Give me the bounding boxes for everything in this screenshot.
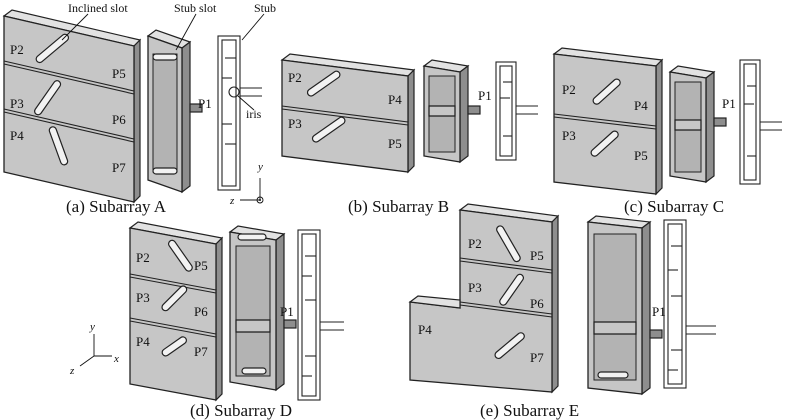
annotation-stub-slot: Stub slot <box>174 1 217 15</box>
subarray-d-feed-layer <box>228 225 297 392</box>
subarray-b-waveguide-layout <box>495 61 538 161</box>
port-label-a-p3: P3 <box>10 96 24 111</box>
port-label-b-p5: P5 <box>388 136 402 151</box>
port-label-d-p2: P2 <box>136 250 150 265</box>
port-label-d-p5: P5 <box>194 258 208 273</box>
port-label-d-p7: P7 <box>194 344 208 359</box>
caption-b: (b) Subarray B <box>348 197 449 216</box>
subarray-d-slot-face <box>128 221 224 402</box>
axis-y-label-a: y <box>257 161 263 173</box>
port-label-b-p1: P1 <box>478 88 492 103</box>
port-label-a-p5: P5 <box>112 66 126 81</box>
subarray-d-waveguide-layout <box>297 229 344 401</box>
subarray-a-leaders <box>61 13 265 111</box>
port-label-c-p5: P5 <box>634 148 648 163</box>
caption-a: (a) Subarray A <box>66 197 167 216</box>
subarray-e-slot-face <box>408 203 560 394</box>
port-label-b-p2: P2 <box>288 70 302 85</box>
port-label-c-p1: P1 <box>722 96 736 111</box>
subarray-b-feed-layer <box>422 59 481 164</box>
port-label-e-p3: P3 <box>468 280 482 295</box>
subarray-e-waveguide-layout <box>663 219 716 389</box>
port-label-c-p3: P3 <box>562 128 576 143</box>
port-label-a-p2: P2 <box>10 42 24 57</box>
port-label-b-p4: P4 <box>388 92 402 107</box>
subarray-e: P2 P3 P4 P5 P6 P7 P1 (e) Subarray E <box>408 203 716 420</box>
axis-x-label-d: x <box>113 353 119 365</box>
caption-c: (c) Subarray C <box>624 197 724 216</box>
axis-z-label-d: z <box>69 365 75 377</box>
port-label-d-p1: P1 <box>280 304 294 319</box>
axis-z-label-a: z <box>229 195 235 207</box>
port-label-e-p7: P7 <box>530 350 544 365</box>
port-label-e-p6: P6 <box>530 296 544 311</box>
port-label-d-p3: P3 <box>136 290 150 305</box>
subarray-b-slot-face <box>280 53 416 174</box>
subarray-a-feed-layer <box>146 29 203 194</box>
port-label-c-p4: P4 <box>634 98 648 113</box>
subarray-b: P2 P3 P4 P5 P1 (b) Subarray B <box>280 53 538 216</box>
port-label-c-p2: P2 <box>562 82 576 97</box>
subarray-c: P2 P3 P4 P5 P1 (c) Subarray C <box>552 47 782 216</box>
port-label-a-p7: P7 <box>112 160 126 175</box>
subarray-c-slot-face <box>552 47 664 196</box>
port-label-a-p4: P4 <box>10 128 24 143</box>
annotation-iris: iris <box>246 107 262 121</box>
axis-y-label-d: y <box>89 321 95 333</box>
subarray-a-waveguide-layout <box>217 35 262 191</box>
port-label-a-p6: P6 <box>112 112 126 127</box>
port-label-d-p6: P6 <box>194 304 208 319</box>
port-label-e-p4: P4 <box>418 322 432 337</box>
port-label-b-p3: P3 <box>288 116 302 131</box>
port-label-e-p5: P5 <box>530 248 544 263</box>
subarray-a: y z Inclined slot Stub slot Stub iris P2… <box>2 1 276 216</box>
subarray-c-waveguide-layout <box>739 59 782 185</box>
subarray-d: y x z P2 P3 P4 P5 P6 P7 P1 (d) Subarray … <box>69 221 344 420</box>
port-label-a-p1: P1 <box>198 96 212 111</box>
caption-d: (d) Subarray D <box>190 401 292 420</box>
subarray-e-feed-layer <box>586 215 663 396</box>
subarray-a-slot-face <box>2 9 142 204</box>
port-label-d-p4: P4 <box>136 334 150 349</box>
axes-a: y z <box>229 161 264 207</box>
subarray-c-feed-layer <box>668 65 727 184</box>
annotation-stub: Stub <box>254 1 276 15</box>
caption-e: (e) Subarray E <box>480 401 579 420</box>
annotation-inclined-slot: Inclined slot <box>68 1 128 15</box>
port-label-e-p2: P2 <box>468 236 482 251</box>
axes-d: y x z <box>69 321 119 377</box>
port-label-e-p1: P1 <box>652 304 666 319</box>
